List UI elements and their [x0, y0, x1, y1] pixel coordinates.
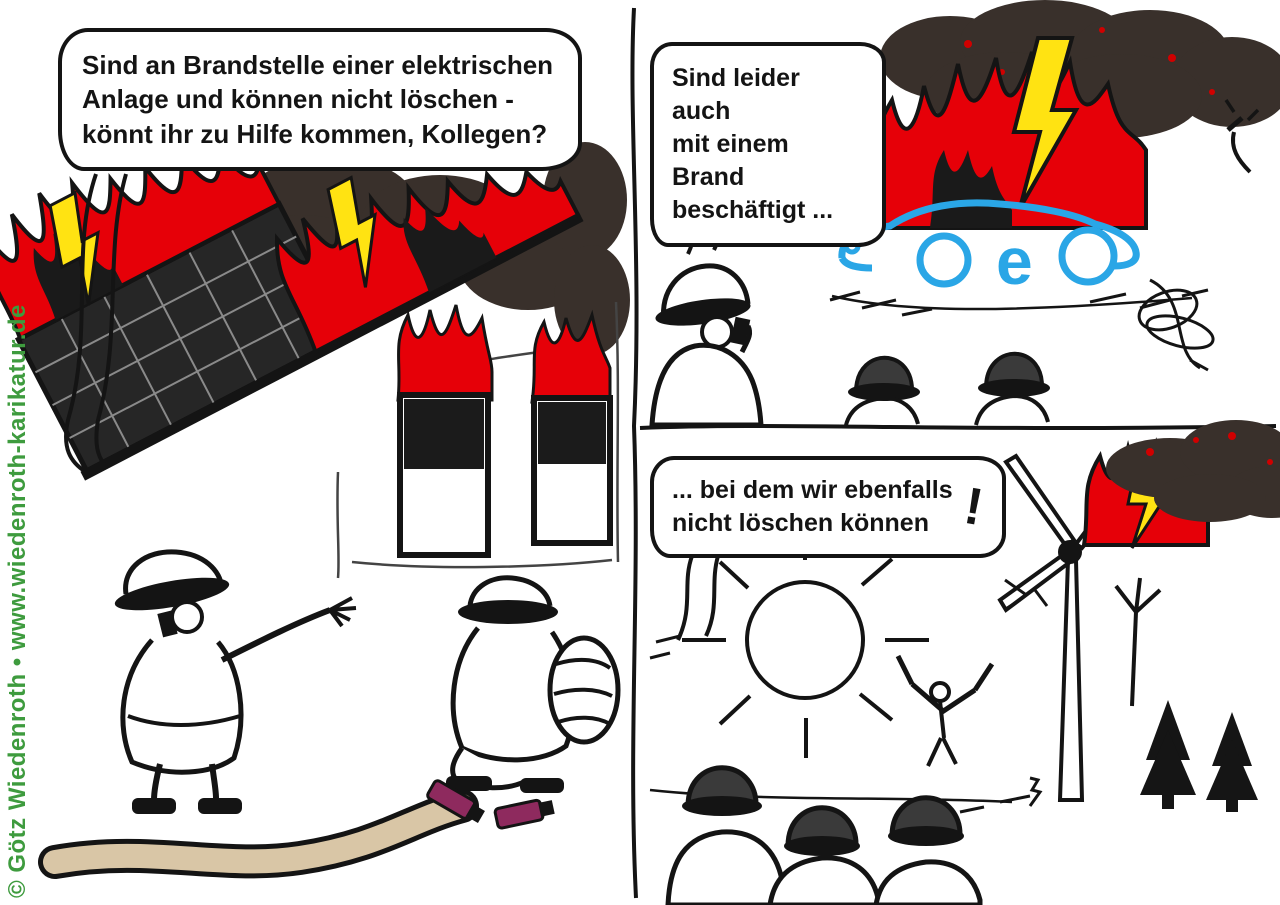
- firefighter-kneeling: [446, 575, 621, 793]
- panel-ecar-fire: e: [649, 0, 1280, 428]
- lightning-bolt-icon: [48, 190, 100, 306]
- fire-sparks: [964, 27, 1215, 95]
- observer-firefighters: [665, 765, 983, 905]
- burning-window: [396, 304, 494, 558]
- panel-divider-vertical: [630, 7, 639, 899]
- firefighter-heads: [844, 351, 1050, 426]
- fir-trees: [1140, 700, 1258, 812]
- hose-nozzle: [426, 779, 485, 824]
- ground-spark-icon: [1028, 776, 1043, 807]
- solar-array-flames-dark: [33, 233, 124, 321]
- radio-handset-icon: [157, 610, 178, 638]
- speech-bubble-turbine: ... bei dem wir ebenfalls nicht löschen …: [650, 456, 1006, 558]
- fire-hose: [38, 779, 555, 879]
- small-turbine: [1114, 577, 1162, 707]
- phone-icon: [730, 316, 751, 346]
- car-wheel: [1058, 226, 1118, 286]
- figure-with-broken-blades: [895, 654, 995, 767]
- speech-bubble-ecar: Sind leider auch mit einem Brand beschäf…: [650, 42, 886, 247]
- firefighter-pointing: [114, 549, 357, 814]
- car-wheel: [916, 232, 972, 288]
- ground-hatches: [829, 288, 1209, 317]
- fire-sparks: [1146, 432, 1273, 465]
- falling-debris: [1003, 578, 1049, 612]
- panel-windturbine-fire: [649, 420, 1280, 905]
- hose-nozzle: [493, 798, 555, 830]
- panel-house-fire: [0, 142, 630, 879]
- artist-signature: [1137, 278, 1215, 372]
- turbine-smoke-cloud: [1106, 420, 1280, 522]
- roofline-flames-dark: [403, 206, 497, 293]
- car-flames-dark: [930, 150, 1012, 228]
- exclamation-mark: !: [959, 476, 987, 538]
- speech-bubble-tail: [676, 555, 720, 641]
- copyright-watermark: © Götz Wiedenroth • www.wiedenroth-karik…: [4, 304, 31, 898]
- lightning-bolt-icon: [1011, 36, 1080, 209]
- speech-text: ... bei dem wir ebenfalls nicht löschen …: [672, 476, 953, 537]
- speech-bubble-house: Sind an Brandstelle einer elektrischen A…: [58, 28, 582, 171]
- power-plug-icon: [1224, 99, 1260, 174]
- burning-window: [530, 309, 613, 546]
- speech-bubble-tail: [64, 173, 128, 474]
- ecar-brand-letter: e: [996, 224, 1033, 298]
- lightning-bolt-icon: [326, 175, 377, 288]
- firefighter-phone: [649, 263, 764, 428]
